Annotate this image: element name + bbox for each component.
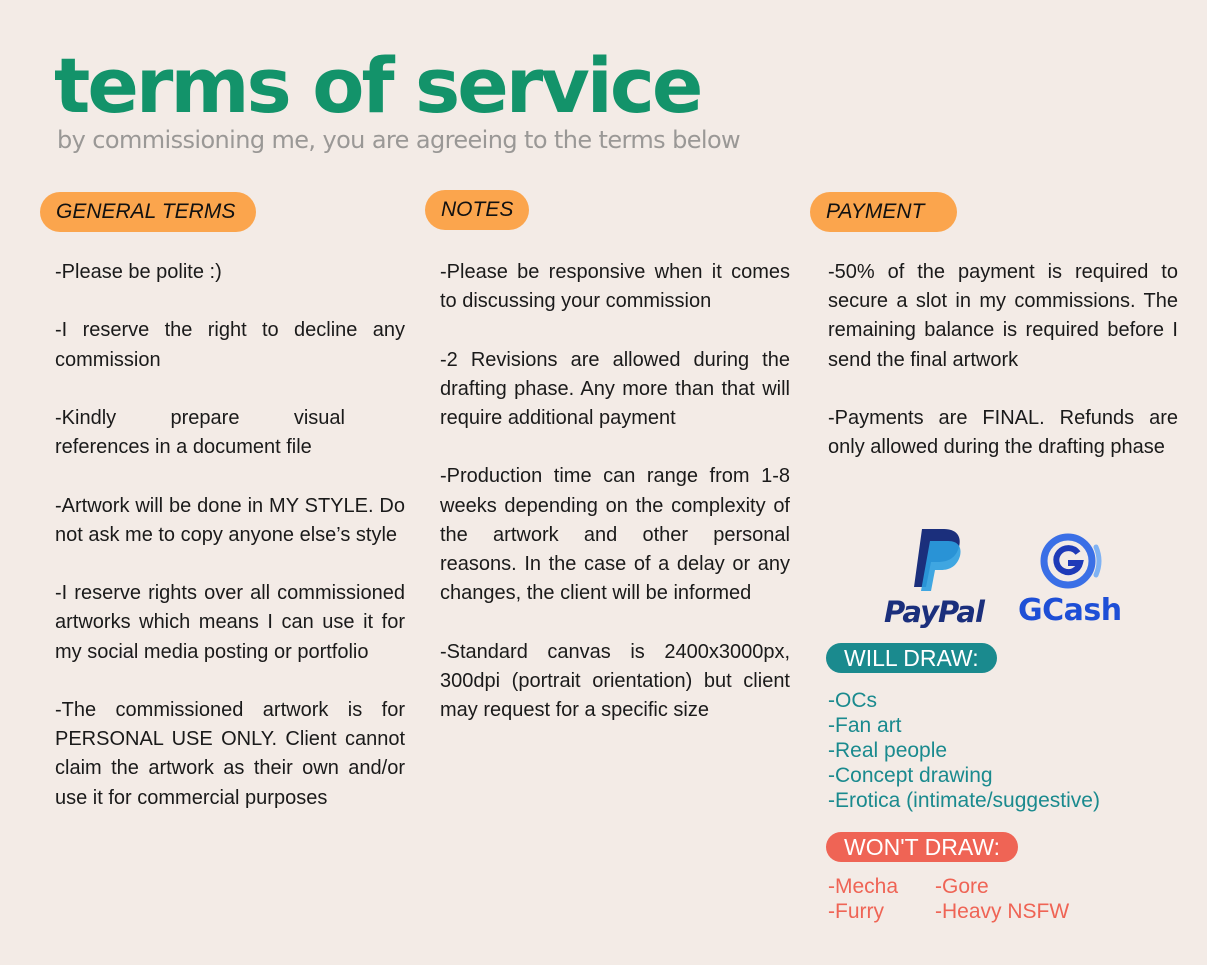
will-draw-item: -Erotica (intimate/suggestive)	[828, 789, 1100, 812]
general-term: -Kindly prepare visual references in a d…	[55, 406, 345, 459]
will-draw-heading: WILL DRAW:	[826, 643, 997, 673]
note-item: -2 Revisions are allowed during the draf…	[440, 348, 790, 429]
wont-draw-heading: WON'T DRAW:	[826, 832, 1019, 862]
note-item: -Production time can range from 1-8 week…	[440, 465, 790, 605]
notes-heading: NOTES	[425, 190, 529, 230]
payment-heading: PAYMENT	[810, 192, 957, 232]
general-term: -Please be polite :)	[55, 261, 222, 283]
general-term: -I reserve rights over all commissioned …	[55, 582, 405, 663]
wont-draw-item: -Gore	[935, 875, 989, 898]
will-draw-item: -Concept drawing	[828, 764, 993, 787]
general-terms-list: -Please be polite :) -I reserve the righ…	[55, 258, 405, 842]
gcash-logo-icon	[1040, 533, 1102, 589]
page-title: terms of service	[54, 41, 703, 130]
page-subtitle: by commissioning me, you are agreeing to…	[57, 126, 741, 154]
payment-methods: PayPal GCash	[880, 527, 1140, 632]
wont-draw-item: -Heavy NSFW	[935, 900, 1070, 923]
will-draw-item: -OCs	[828, 689, 877, 712]
general-term: -Artwork will be done in MY STYLE. Do no…	[55, 494, 405, 546]
payment-item: -Payments are FINAL. Refunds are only al…	[828, 407, 1178, 459]
paypal-logo-icon	[914, 529, 961, 591]
wont-draw-item: -Furry	[828, 900, 884, 923]
gcash-label: GCash	[1018, 593, 1122, 628]
will-draw-list: -OCs -Fan art -Real people -Concept draw…	[828, 688, 1100, 813]
general-term: -I reserve the right to decline any comm…	[55, 319, 405, 371]
will-draw-item: -Real people	[828, 739, 948, 762]
note-item: -Please be responsive when it comes to d…	[440, 261, 790, 313]
payment-item: -50% of the payment is required to secur…	[828, 261, 1178, 371]
will-draw-item: -Fan art	[828, 714, 902, 737]
paypal-label: PayPal	[884, 595, 985, 629]
payment-list: -50% of the payment is required to secur…	[828, 258, 1178, 492]
general-term: -The commissioned artwork is for PERSONA…	[55, 698, 405, 809]
wont-draw-item: -Mecha	[828, 875, 899, 898]
general-terms-heading: GENERAL TERMS	[40, 192, 256, 232]
notes-list: -Please be responsive when it comes to d…	[440, 258, 790, 754]
note-item: -Standard canvas is 2400x3000px, 300dpi …	[440, 640, 790, 721]
